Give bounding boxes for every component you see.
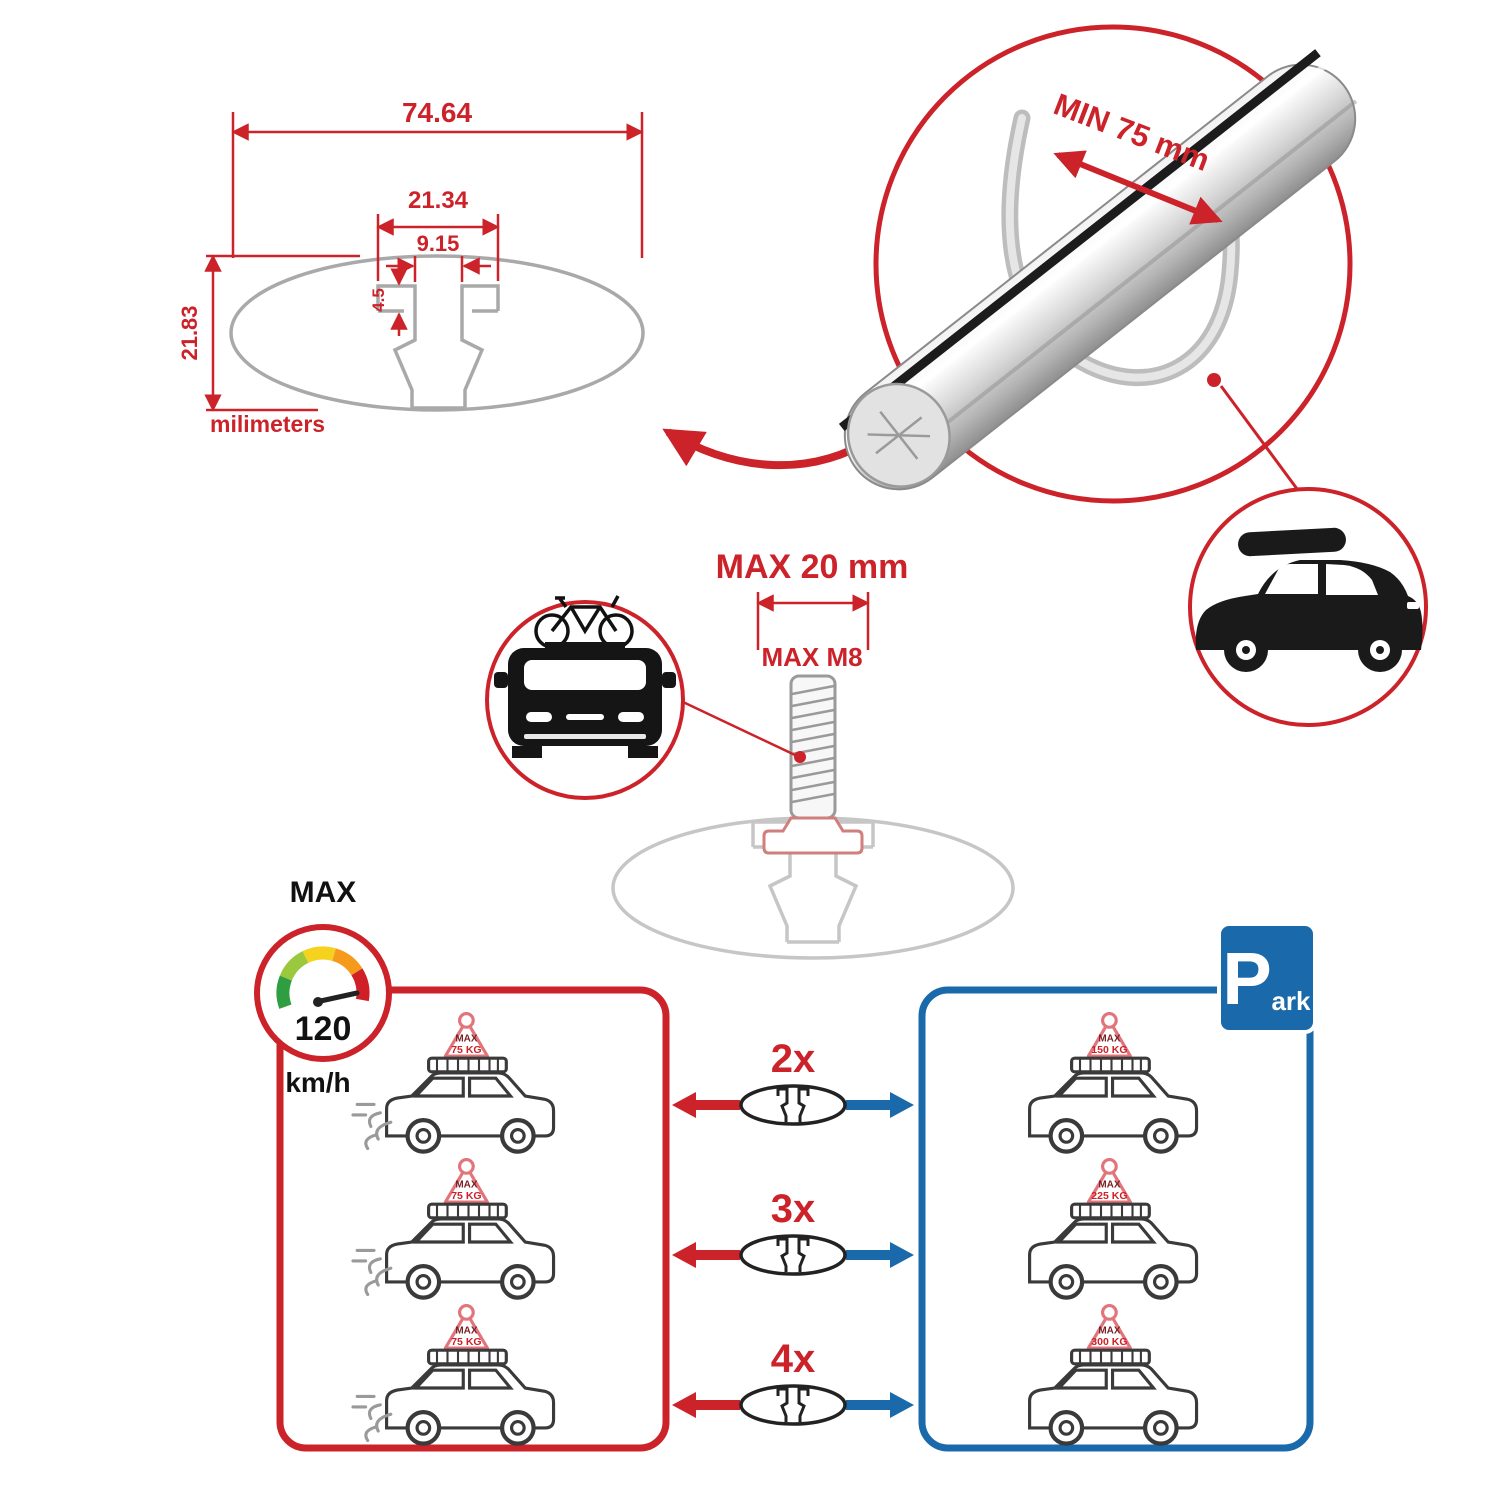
gauge-arc [276, 946, 370, 1009]
dim-channel-width-label: 21.34 [408, 187, 469, 214]
suv-roofbox-circle [1188, 487, 1428, 727]
badge-load: 75 KG [451, 1336, 481, 1348]
badge-load: 225 KG [1091, 1190, 1127, 1202]
parking-sign: P ark [1217, 922, 1317, 1034]
gauge-title: MAX [290, 876, 357, 909]
dim-overall-width: 74.64 [231, 97, 644, 258]
t-slot-profile [376, 284, 500, 410]
headlight [618, 712, 644, 722]
badge-title: MAX [1098, 1033, 1121, 1044]
dim-lip-depth: 4.5 [369, 264, 408, 336]
bar-icon-3x [672, 1236, 914, 1274]
units-label: milimeters [210, 411, 325, 437]
windshield [524, 660, 646, 690]
gauge-circle [254, 924, 392, 1062]
badge-title: MAX [455, 1179, 478, 1190]
quantity-label: 3x [771, 1187, 816, 1231]
dim-channel-width: 21.34 [376, 187, 500, 281]
suv-silhouette [1195, 527, 1423, 672]
bar-profile-ellipse [229, 254, 645, 412]
bar-icon-2x [672, 1086, 914, 1124]
badge-title: MAX [1098, 1325, 1121, 1336]
badge-load: 150 KG [1091, 1044, 1127, 1056]
crossbar-detail: MIN 75 mm [838, 24, 1358, 504]
roof-box [1238, 527, 1346, 557]
car-front-bike-circle [485, 595, 685, 800]
badge-load: 75 KG [451, 1190, 481, 1202]
quantity-label: 4x [771, 1337, 816, 1381]
roof-rack-bar [545, 642, 625, 648]
dim-overall-width-label: 74.64 [402, 97, 472, 128]
gauge-unit: km/h [285, 1067, 350, 1098]
link-to-front-car [682, 700, 796, 757]
headlight [1407, 602, 1419, 609]
badge-load: 300 KG [1091, 1336, 1127, 1348]
headlight [526, 712, 552, 722]
dim-overall-height: 21.83 [177, 254, 360, 412]
badge-title: MAX [455, 1325, 478, 1336]
side-mirror [494, 672, 508, 688]
driving-panel: MAX 75 KG MAX 75 KG MAX 75 KG [276, 986, 670, 1452]
parking-panel: MAX 150 KG MAX 225 KG MAX 300 KG [918, 986, 1314, 1452]
bar-quantity-rows: 2x 3x 4x [672, 1037, 914, 1424]
t-bolt [762, 674, 864, 855]
t-bolt-section: MAX 20 mm MAX M8 [611, 548, 1015, 960]
grille [566, 714, 604, 720]
badge-title: MAX [455, 1033, 478, 1044]
parked-car-3: MAX 300 KG [1030, 1306, 1197, 1444]
side-mirror [662, 672, 676, 688]
speed-limit-gauge: MAX 120 km/h [254, 876, 392, 1098]
driving-car-1: MAX 75 KG [351, 1014, 554, 1152]
parking-sign-suffix: ark [1271, 986, 1311, 1016]
bolt-contact-dot [794, 751, 806, 763]
bumper [524, 734, 646, 739]
quantity-label: 2x [771, 1037, 816, 1081]
dim-slot-width: 9.15 [386, 231, 491, 282]
strap-contact-dot [1207, 373, 1221, 387]
tire [628, 746, 658, 758]
gauge-needle [313, 990, 360, 1005]
parked-car-2: MAX 225 KG [1030, 1160, 1197, 1298]
dim-overall-height-label: 21.83 [177, 305, 202, 360]
badge-load: 75 KG [451, 1044, 481, 1056]
dim-lip-depth-label: 4.5 [369, 288, 388, 312]
cross-section-drawing: 74.64 21.34 9.15 4.5 21.83 [177, 97, 645, 437]
tire [512, 746, 542, 758]
dim-slot-width-label: 9.15 [417, 231, 460, 256]
driving-car-2: MAX 75 KG [351, 1160, 554, 1298]
t-slot-groove [838, 49, 1321, 431]
min-span-arrow [1053, 150, 1223, 225]
car-front-silhouette [494, 642, 676, 758]
zoom-arrow [662, 428, 877, 470]
max-width-label: MAX 20 mm [716, 548, 909, 586]
bar-icon-4x [672, 1386, 914, 1424]
driving-car-3: MAX 75 KG [351, 1306, 554, 1444]
t-bolt-head [762, 816, 864, 855]
parked-car-1: MAX 150 KG [1030, 1014, 1197, 1152]
gauge-value: 120 [295, 1010, 352, 1048]
badge-title: MAX [1098, 1179, 1121, 1190]
parking-sign-letter: P [1222, 937, 1271, 1020]
link-to-car-circle [1219, 385, 1305, 498]
max-thread-label: MAX M8 [761, 642, 862, 672]
